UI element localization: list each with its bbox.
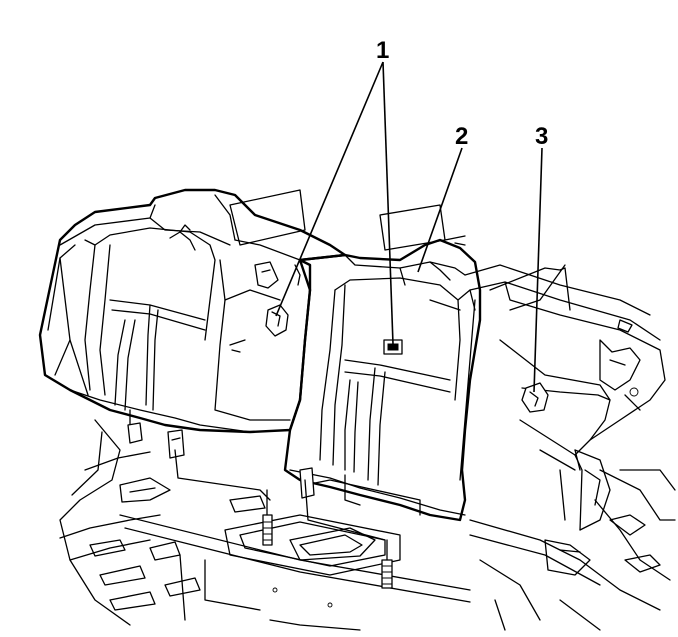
leader-2: [417, 147, 463, 273]
callout-2: 2: [455, 123, 468, 150]
leader-3: [533, 147, 543, 393]
bolt-1: [262, 514, 273, 546]
callout-3: 3: [535, 123, 548, 150]
leader-1a: [275, 61, 384, 317]
seat-mounting-hardware: [127, 422, 393, 589]
latch-left: [265, 304, 289, 337]
bolt-2: [381, 559, 393, 589]
seat-back-left-section: [38, 188, 347, 434]
seat-back-right-section: [283, 238, 482, 522]
latch-right: [521, 382, 549, 413]
seat-back-latches: [265, 304, 549, 413]
rear-package-shelf: [229, 189, 666, 531]
leader-1b: [382, 61, 394, 345]
callout-labels: 1 2 3: [376, 37, 548, 150]
vehicle-floor-pan: [59, 419, 676, 631]
callout-1: 1: [376, 37, 389, 64]
callout-leaders: [275, 61, 543, 393]
